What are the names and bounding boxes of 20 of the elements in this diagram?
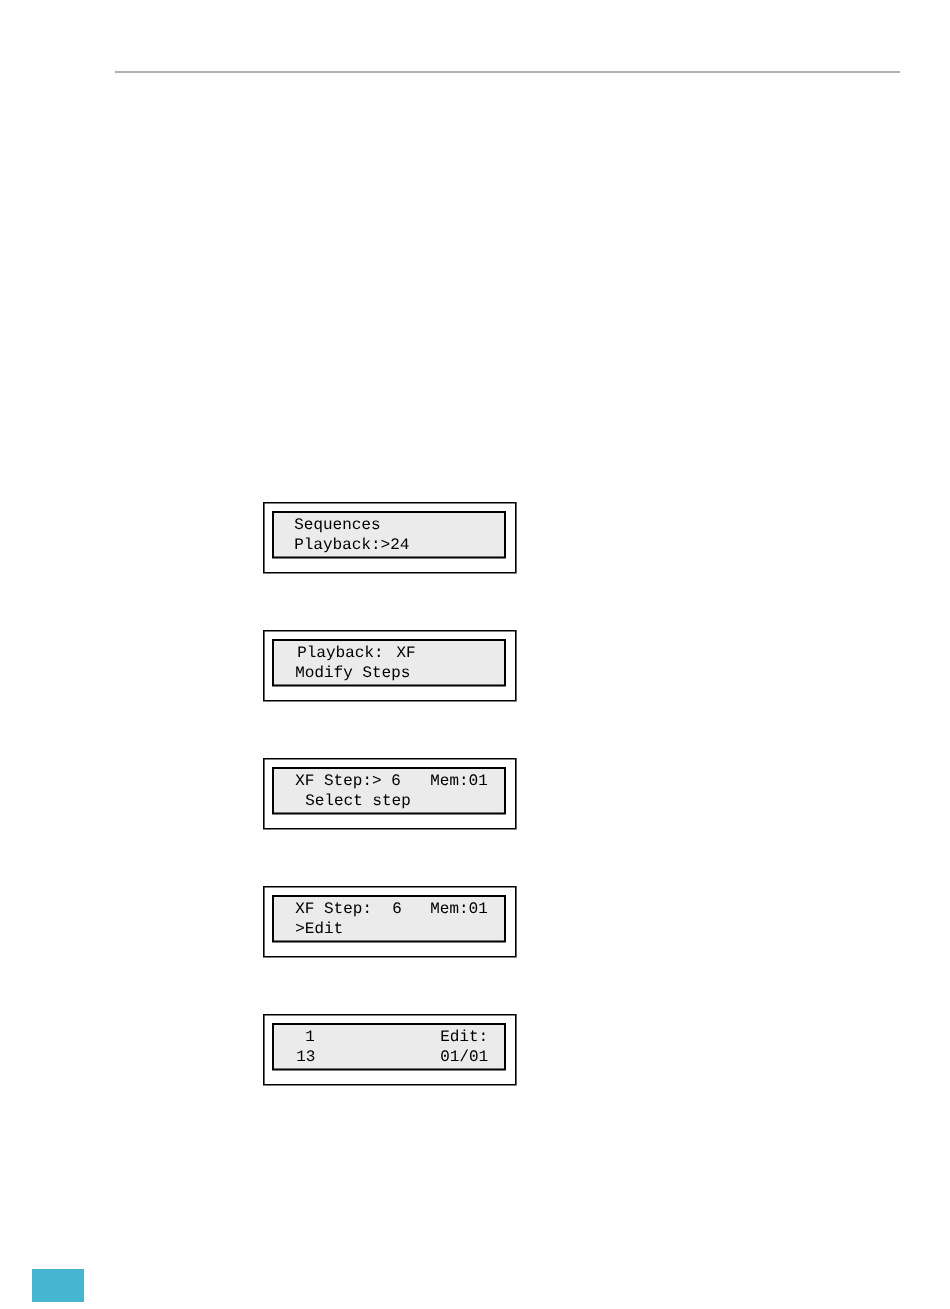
display-text: Mem:01 (431, 902, 488, 914)
display-text: Playback: XF (298, 645, 415, 661)
display-text: 1 (306, 1030, 315, 1041)
lcd-display (263, 1014, 517, 1086)
lcd-display (263, 502, 517, 574)
lcd-display (263, 886, 517, 958)
display-text: 01/01 (441, 1049, 488, 1062)
display-text: XF Step: (295, 902, 369, 917)
display-text: Modify Steps (296, 665, 410, 681)
display-text: Sequences (294, 518, 380, 533)
display-text: >Edit (296, 921, 342, 934)
display-text: Select step (305, 793, 410, 809)
display-text: XF Step:> 6 (295, 774, 400, 789)
lcd-display (263, 630, 517, 702)
display-text: Mem:01 (431, 774, 488, 786)
display-text: Playback:>24 (295, 537, 409, 553)
lcd-display (263, 758, 517, 830)
display-text: 6 (393, 902, 401, 914)
display-text: Edit: (441, 1029, 485, 1042)
display-text: 13 (297, 1050, 315, 1062)
